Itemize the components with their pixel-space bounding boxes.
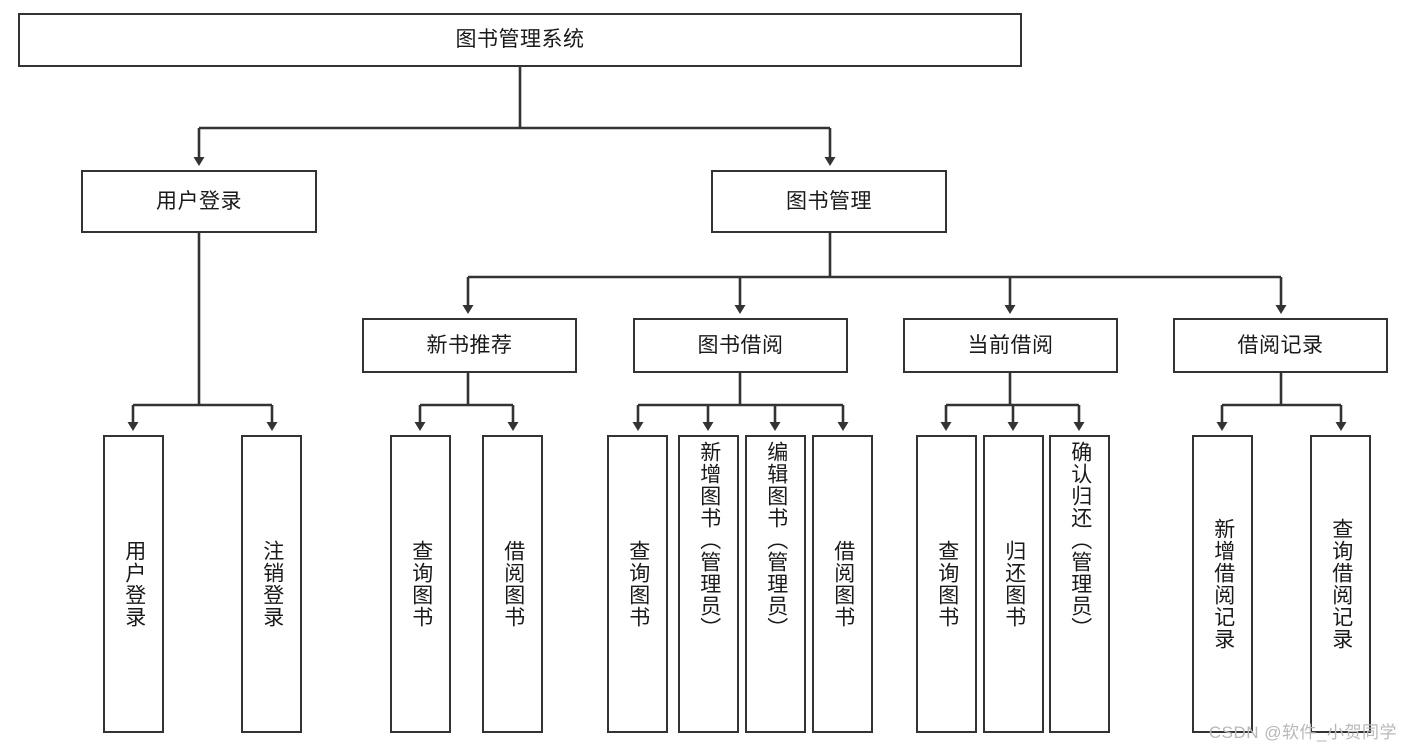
leaf-add-borrow-record[interactable]: 新增借阅记录: [1192, 435, 1253, 733]
leaf-query-book-current[interactable]: 查询图书: [916, 435, 977, 733]
node-borrow-record[interactable]: 借阅记录: [1173, 318, 1388, 373]
node-current-borrow-label: 当前借阅: [967, 333, 1054, 357]
leaf-query-book-current-label: 查询图书: [935, 540, 959, 628]
leaf-add-borrow-record-label: 新增借阅记录: [1211, 518, 1235, 650]
leaf-borrow-book-recommend-label: 借阅图书: [501, 540, 525, 628]
node-book-borrow-label: 图书借阅: [697, 333, 784, 357]
node-root-label: 图书管理系统: [455, 28, 585, 52]
leaf-add-book-label: 新增图书（管理员）: [697, 441, 721, 639]
leaf-logout-label: 注销登录: [260, 540, 284, 628]
watermark-text: CSDN @软件_小贺同学: [1208, 723, 1397, 742]
node-user-login-label: 用户登录: [156, 189, 242, 213]
leaf-add-book[interactable]: 新增图书（管理员）: [678, 435, 739, 733]
leaf-query-book-borrow[interactable]: 查询图书: [607, 435, 668, 733]
node-book-management[interactable]: 图书管理: [711, 170, 947, 233]
node-root-library-system[interactable]: 图书管理系统: [18, 13, 1022, 67]
node-borrow-record-label: 借阅记录: [1237, 333, 1324, 357]
leaf-return-book[interactable]: 归还图书: [983, 435, 1044, 733]
leaf-user-login-label: 用户登录: [122, 540, 146, 628]
leaf-borrow-book-label: 借阅图书: [831, 540, 855, 628]
leaf-return-book-label: 归还图书: [1002, 540, 1026, 628]
leaf-borrow-book-recommend[interactable]: 借阅图书: [482, 435, 543, 733]
leaf-query-borrow-record-label: 查询借阅记录: [1329, 518, 1353, 650]
node-current-borrow[interactable]: 当前借阅: [903, 318, 1118, 373]
leaf-logout[interactable]: 注销登录: [241, 435, 302, 733]
leaf-edit-book[interactable]: 编辑图书（管理员）: [745, 435, 806, 733]
node-user-login[interactable]: 用户登录: [81, 170, 317, 233]
leaf-edit-book-label: 编辑图书（管理员）: [764, 441, 788, 639]
leaf-query-book-recommend-label: 查询图书: [409, 540, 433, 628]
leaf-query-book-borrow-label: 查询图书: [626, 540, 650, 628]
leaf-query-borrow-record[interactable]: 查询借阅记录: [1310, 435, 1371, 733]
leaf-borrow-book[interactable]: 借阅图书: [812, 435, 873, 733]
node-book-management-label: 图书管理: [786, 189, 872, 213]
leaf-confirm-return[interactable]: 确认归还（管理员）: [1049, 435, 1110, 733]
node-book-borrow[interactable]: 图书借阅: [633, 318, 848, 373]
leaf-confirm-return-label: 确认归还（管理员）: [1068, 441, 1092, 639]
node-new-book-recommend-label: 新书推荐: [426, 333, 513, 357]
leaf-query-book-recommend[interactable]: 查询图书: [390, 435, 451, 733]
leaf-user-login[interactable]: 用户登录: [103, 435, 164, 733]
node-new-book-recommend[interactable]: 新书推荐: [362, 318, 577, 373]
